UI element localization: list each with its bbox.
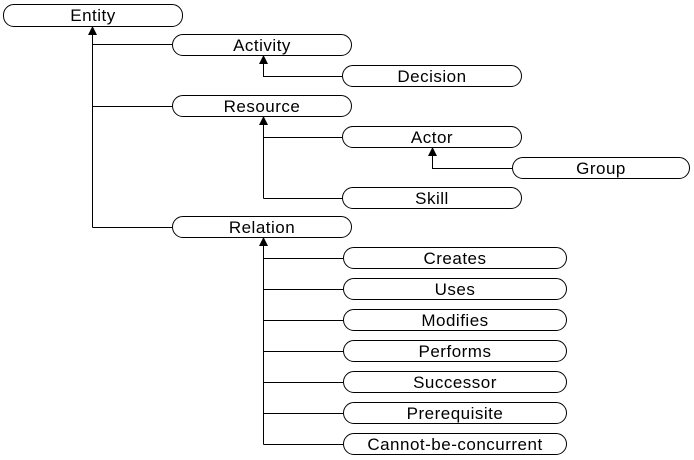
connector-entity-trunk [92,33,172,228]
node-resource: Resource [172,95,352,117]
node-successor: Successor [343,371,567,393]
node-actor: Actor [342,126,522,148]
node-activity: Activity [172,34,352,56]
node-relation: Relation [172,216,352,238]
connector-decision-activity [263,62,342,77]
node-skill: Skill [342,187,522,209]
arrowhead-into-relation [259,237,268,246]
arrowhead-into-entity [88,26,97,35]
arrowhead-into-actor [428,147,437,156]
node-modifies: Modifies [343,309,567,331]
node-creates: Creates [343,247,567,269]
connector-group-actor [432,154,512,169]
node-performs: Performs [343,340,567,362]
node-group: Group [512,157,690,179]
node-decision: Decision [342,65,522,87]
node-prerequisite: Prerequisite [343,402,567,424]
arrowhead-into-resource [259,116,268,125]
arrowhead-into-activity [259,55,268,64]
node-entity: Entity [3,4,183,27]
connector-resource-trunk [263,123,342,199]
connector-relation-trunk [263,244,343,445]
node-uses: Uses [343,278,567,300]
node-cannot-be-concurrent: Cannot-be-concurrent [343,433,567,455]
